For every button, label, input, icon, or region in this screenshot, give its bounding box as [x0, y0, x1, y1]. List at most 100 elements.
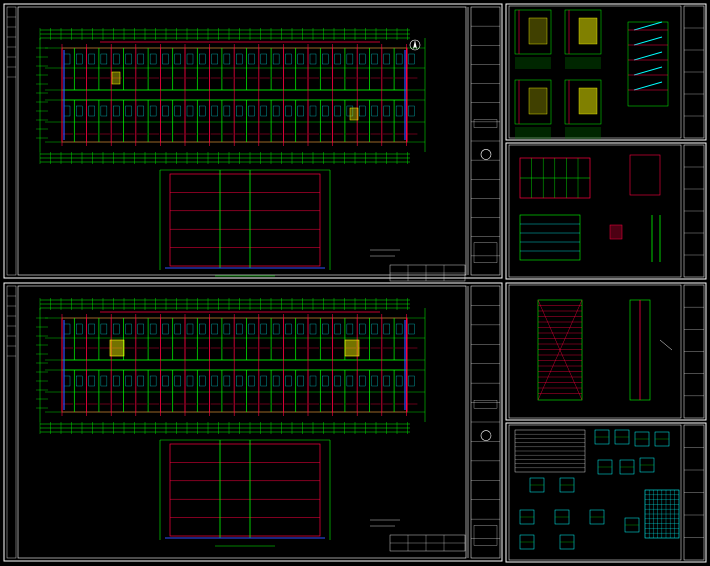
fixture: [260, 323, 267, 335]
stair-flight: [578, 87, 598, 115]
fixture: [137, 375, 144, 387]
fixture: [76, 53, 83, 65]
drawing-frame: [17, 285, 467, 559]
title-block-upper: [471, 25, 500, 263]
fixture: [309, 375, 317, 387]
fixture: [76, 323, 83, 335]
fixture: [113, 323, 120, 335]
stair-plan: [514, 79, 552, 125]
flight-line: [633, 36, 663, 46]
sheet-details-frame: [505, 282, 707, 421]
fixture: [174, 53, 181, 65]
fixture: [223, 375, 231, 387]
fixture: [359, 53, 366, 65]
fixture: [383, 105, 390, 117]
fixture: [297, 323, 304, 335]
frame-details: [537, 299, 673, 401]
fixture: [272, 105, 280, 117]
fixture: [137, 105, 144, 117]
fixture: [125, 323, 132, 335]
signature-table: [473, 242, 498, 263]
stair-highlight: [344, 339, 360, 357]
fixture: [236, 375, 243, 387]
fixture: [100, 105, 108, 117]
sheet-border: [3, 282, 503, 562]
fixture: [113, 53, 120, 65]
fixture: [346, 53, 354, 65]
fixture: [211, 105, 218, 117]
fixture: [395, 105, 403, 117]
title-cell: [473, 400, 498, 409]
fixture: [297, 105, 304, 117]
fixture: [309, 323, 317, 335]
fixture: [309, 53, 317, 65]
fixture: [113, 105, 120, 117]
stair-plan: [564, 9, 602, 55]
fixture: [408, 375, 415, 387]
fixture: [149, 323, 157, 335]
fixture: [285, 53, 292, 65]
fixture: [359, 323, 366, 335]
fixture: [309, 105, 317, 117]
logo-seal: [480, 430, 492, 441]
logo-seal: [480, 149, 492, 160]
fixture: [334, 375, 341, 387]
fixture: [322, 105, 329, 117]
fixture: [359, 105, 366, 117]
fixture: [346, 323, 354, 335]
fixture: [408, 53, 415, 65]
fixture: [285, 323, 292, 335]
sheet-plan-upper: [3, 3, 503, 282]
sheet-details-sections: [505, 142, 707, 280]
sheet-plan-lower: [3, 282, 503, 562]
title-block-lower: [471, 305, 500, 546]
frame-plan: [537, 299, 583, 401]
fixture: [248, 105, 255, 117]
fixture: [76, 375, 83, 387]
fixture: [100, 375, 108, 387]
fixture: [322, 53, 329, 65]
stair-highlight: [349, 107, 359, 121]
column-detail: [609, 224, 623, 240]
fixture: [88, 53, 95, 65]
fixture: [260, 375, 267, 387]
fixture: [113, 375, 120, 387]
stair-highlight: [109, 339, 125, 357]
annex-outline: [169, 443, 321, 537]
table-details: [514, 429, 680, 550]
revision-strip-lower: [6, 285, 17, 559]
stair-details: [514, 9, 669, 139]
fixture: [199, 323, 206, 335]
fixture: [408, 105, 415, 117]
fixture: [272, 53, 280, 65]
fixture: [223, 105, 231, 117]
flight-line: [633, 21, 663, 31]
annex-outline: [169, 173, 321, 267]
fixture: [395, 53, 403, 65]
fixture: [346, 375, 354, 387]
fixture: [371, 53, 378, 65]
fixture: [125, 375, 132, 387]
fixture: [137, 53, 144, 65]
fixture: [260, 53, 267, 65]
fixture: [100, 53, 108, 65]
stair-flight: [528, 87, 548, 115]
fixture: [199, 105, 206, 117]
fixture: [149, 53, 157, 65]
fixture: [137, 323, 144, 335]
fixture: [162, 375, 169, 387]
stair-plan: [564, 79, 602, 125]
fixture: [371, 323, 378, 335]
fixture: [223, 53, 231, 65]
fixture: [174, 323, 181, 335]
fixture: [174, 105, 181, 117]
fixture: [383, 375, 390, 387]
sheet-border: [3, 3, 503, 279]
fixture: [334, 323, 341, 335]
fixture: [199, 53, 206, 65]
fixture: [236, 53, 243, 65]
title-cell: [473, 119, 498, 128]
fixture: [236, 323, 243, 335]
fixture: [322, 375, 329, 387]
strip-frame: [6, 285, 17, 559]
